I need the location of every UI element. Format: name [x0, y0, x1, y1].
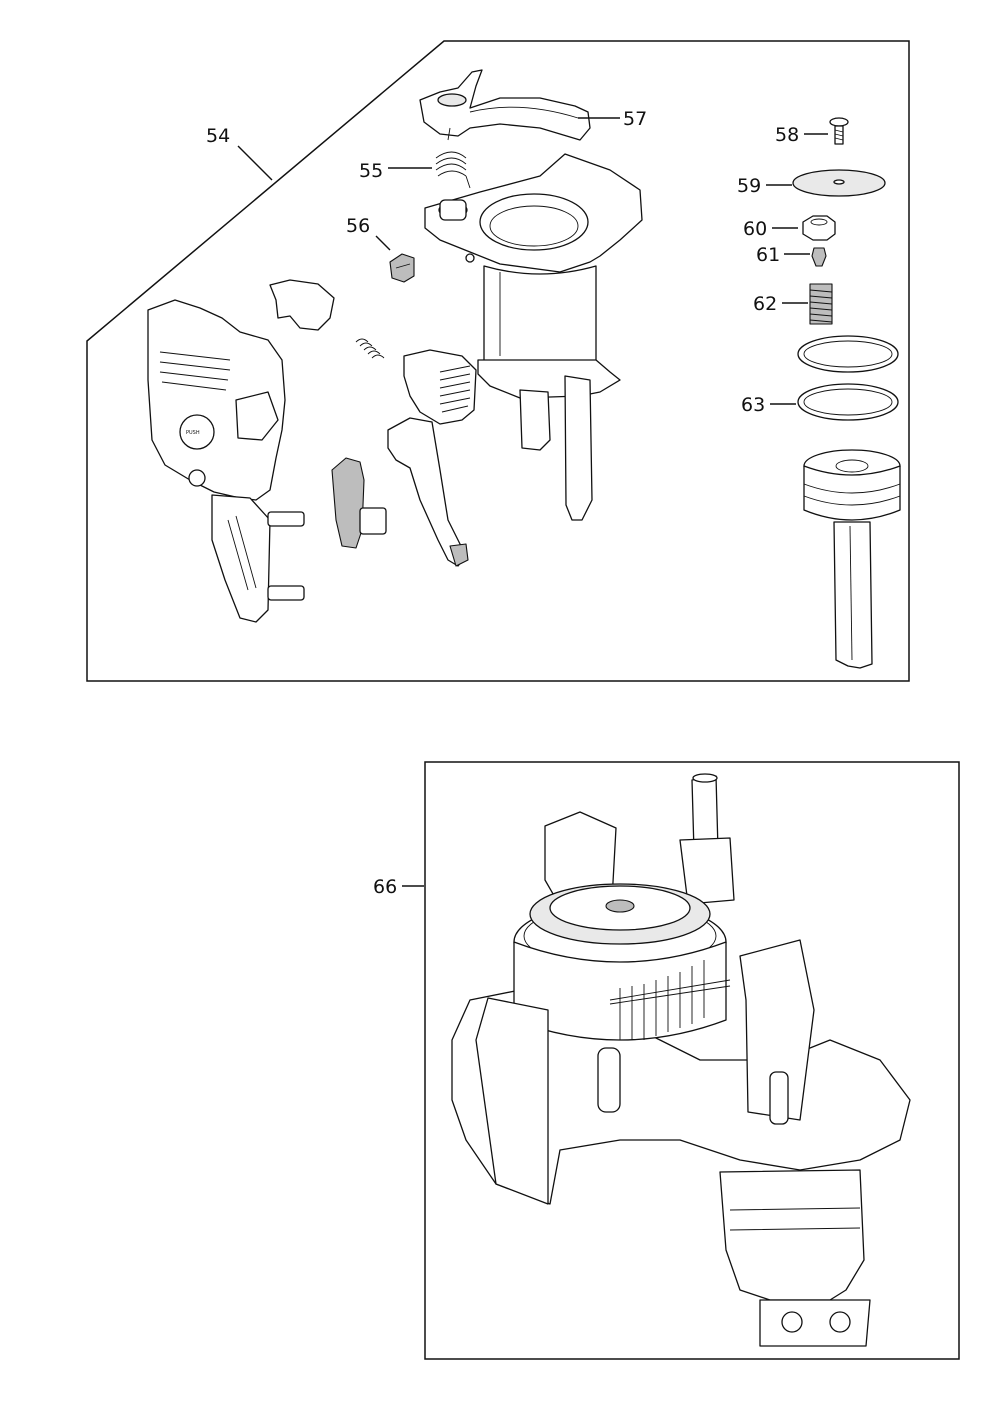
part-66-grinder-gearbox-assembly [451, 773, 911, 1347]
top-assembly-frame [86, 40, 910, 682]
part-54-front-lever-plate: PUSH [147, 279, 335, 623]
brewing-unit-upper-housing [424, 153, 643, 521]
callout-66: 66 [373, 876, 397, 898]
part-55-spring [435, 151, 471, 189]
part-61-valve-pin [811, 247, 827, 267]
callout-58: 58 [775, 124, 799, 146]
callout-63: 63 [741, 394, 765, 416]
part-58-screw [829, 117, 849, 145]
callout-leaders [237, 117, 828, 887]
piston-assembly [803, 449, 901, 669]
part-56-latch-button [389, 253, 415, 283]
part-57-top-cover [419, 69, 591, 141]
part-60-nut [802, 215, 836, 241]
bottom-assembly-frame [424, 761, 960, 1360]
part-63-o-rings [797, 335, 899, 421]
callout-57: 57 [623, 108, 647, 130]
callout-61: 61 [756, 244, 780, 266]
small-compression-spring [355, 338, 385, 359]
part-59-filter-sieve [792, 169, 886, 197]
part-62-spring [809, 283, 833, 325]
callout-55: 55 [359, 160, 383, 182]
callout-56: 56 [346, 215, 370, 237]
callout-60: 60 [743, 218, 767, 240]
callout-62: 62 [753, 293, 777, 315]
push-button-text: PUSH [186, 430, 200, 436]
lever-latch [331, 457, 387, 549]
callout-59: 59 [737, 175, 761, 197]
callout-54: 54 [206, 125, 230, 147]
actuator-with-torsion-spring [387, 349, 477, 567]
